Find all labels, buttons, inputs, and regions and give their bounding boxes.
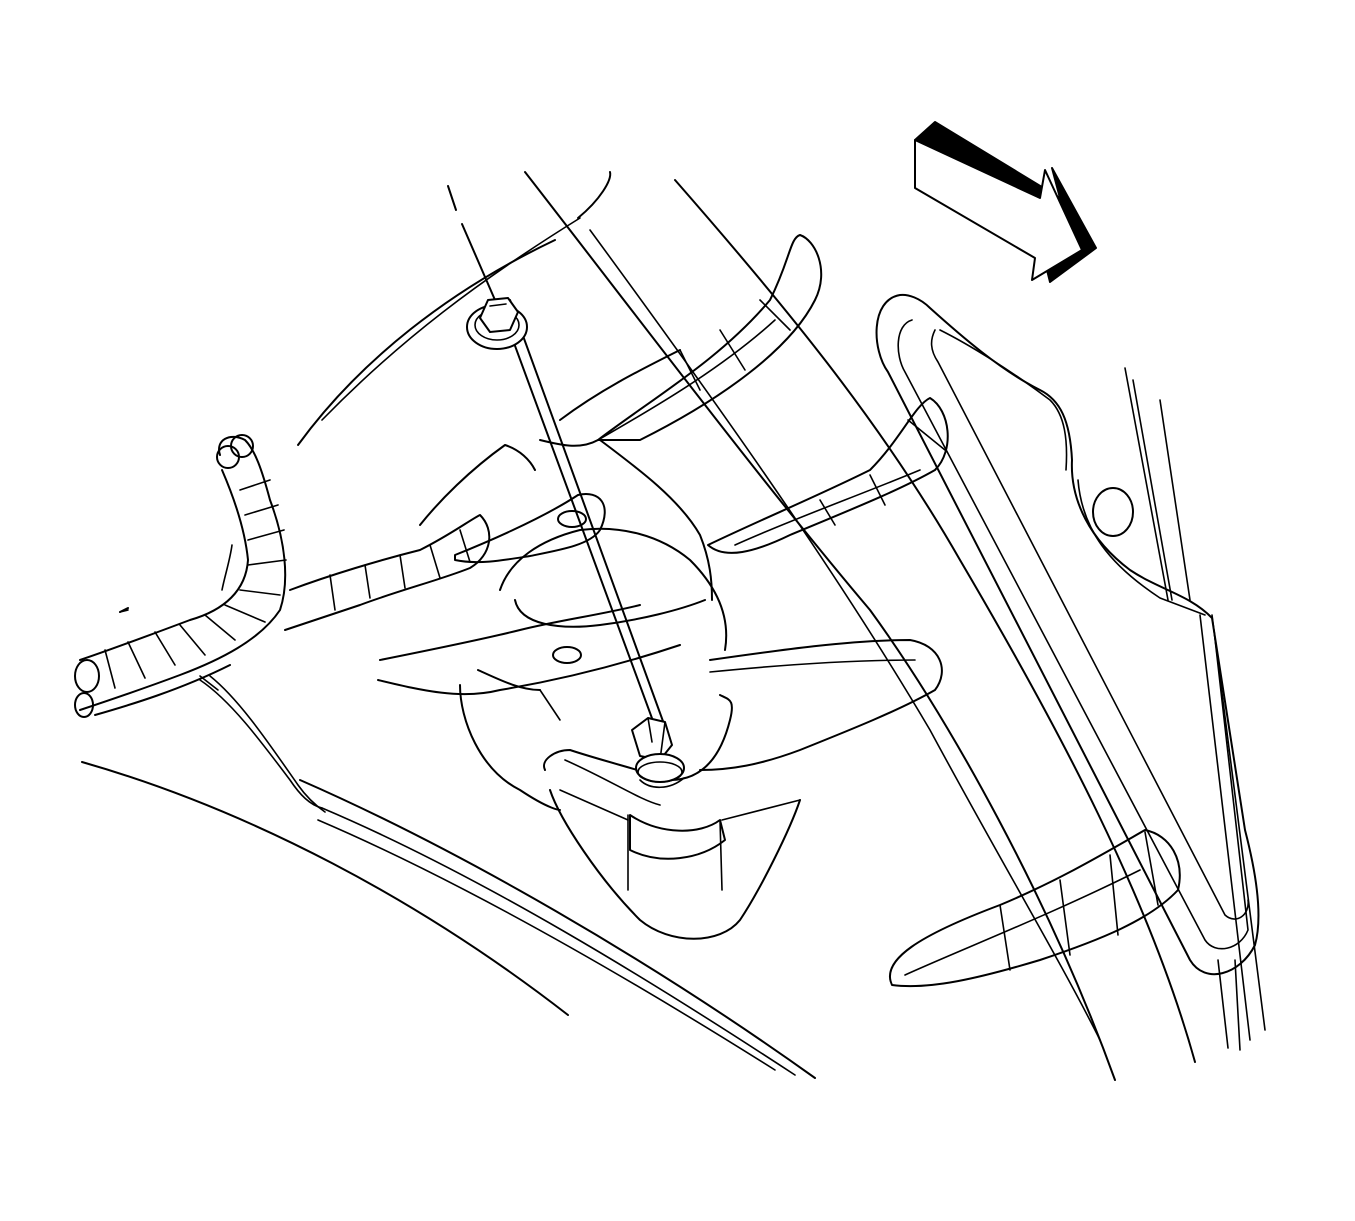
lower-wire-strand <box>199 675 326 813</box>
lower-nut <box>631 717 685 789</box>
stud-mounting-plate <box>454 493 606 564</box>
mounting-stud <box>447 185 669 741</box>
front-of-vehicle-arrow <box>914 121 1097 283</box>
upper-panel-arcs <box>297 171 1196 1081</box>
upper-harness-branch <box>559 234 823 441</box>
mounting-bracket-plate <box>875 293 1260 976</box>
lower-body-arc <box>81 761 816 1079</box>
upper-nut <box>466 297 528 350</box>
lower-clip-arm <box>889 829 1181 988</box>
lower-right-harness-branch <box>699 639 943 771</box>
central-bracket <box>377 439 801 940</box>
harness-to-bracket <box>284 444 536 631</box>
right-harness-branch <box>707 397 949 554</box>
dash-marks <box>119 607 129 613</box>
left-harness-bundle <box>74 434 287 718</box>
right-frame-rails <box>1124 367 1266 1051</box>
